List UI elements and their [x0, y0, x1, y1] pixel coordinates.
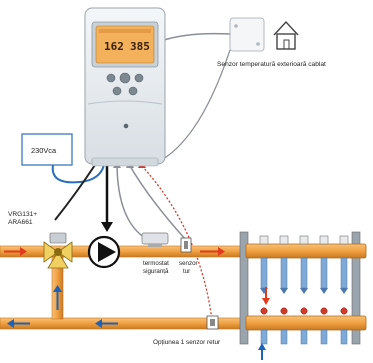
controller-button-lower-left[interactable]	[112, 86, 122, 96]
manifold-flow-arrow	[262, 287, 270, 305]
safety-thermostat	[141, 232, 169, 247]
controller-button-left[interactable]	[106, 73, 116, 83]
controller-button-right[interactable]	[134, 73, 144, 83]
power-cable	[51, 164, 105, 184]
bypass-flow-arrow	[53, 285, 62, 310]
controller-button-lower-right[interactable]	[128, 86, 138, 96]
manifold-return-arrow	[258, 343, 266, 360]
controller-display	[95, 25, 155, 64]
return-flow-arrow-mid	[95, 319, 118, 328]
flow-sensor-label-line2: tur	[183, 268, 190, 275]
display-value-left: 162	[104, 40, 124, 53]
hot-flow-arrow	[4, 247, 27, 256]
outdoor-sensor	[229, 17, 265, 52]
outdoor-sensor-cable	[163, 32, 231, 41]
manifold	[239, 231, 367, 345]
flow-sensor	[180, 237, 192, 253]
valve-label-line1: VRG131+	[8, 211, 37, 218]
thermostat-label-line1: termostat	[143, 260, 169, 267]
manifold-loop-3	[299, 235, 309, 345]
circulation-pump	[87, 235, 121, 269]
supply-flow-arrow	[200, 247, 225, 256]
house-icon	[273, 20, 299, 50]
display-value-right: 385	[130, 40, 150, 53]
manifold-loop-5	[339, 235, 349, 345]
valve-cable	[54, 164, 96, 221]
flow-sensor-label-line1: senzor	[179, 260, 198, 267]
return-sensor-cable	[141, 165, 213, 321]
power-supply-label: 230Vca	[31, 146, 57, 155]
valve-label-line2: ARA661	[8, 219, 33, 226]
return-sensor	[206, 315, 219, 330]
return-option-label: Opțiunea 1 senzor retur	[153, 339, 221, 346]
controller-unit	[84, 7, 166, 167]
controller-screw	[123, 123, 129, 129]
thermostat-cable	[116, 165, 146, 239]
flow-sensor-cable	[129, 165, 187, 241]
return-flow-arrow-left	[7, 319, 30, 328]
manifold-loop-2	[279, 235, 289, 345]
power-supply-box	[21, 133, 73, 166]
outdoor-sensor-label: Senzor temperatură exterioară cablat	[217, 61, 326, 68]
thermostat-label-line2: siguranță	[143, 268, 169, 275]
three-way-valve	[43, 232, 73, 269]
aux-cable	[157, 49, 231, 163]
pump-cable-arrow	[101, 222, 113, 232]
manifold-loop-4	[319, 235, 329, 345]
controller-button-center[interactable]	[119, 72, 131, 84]
